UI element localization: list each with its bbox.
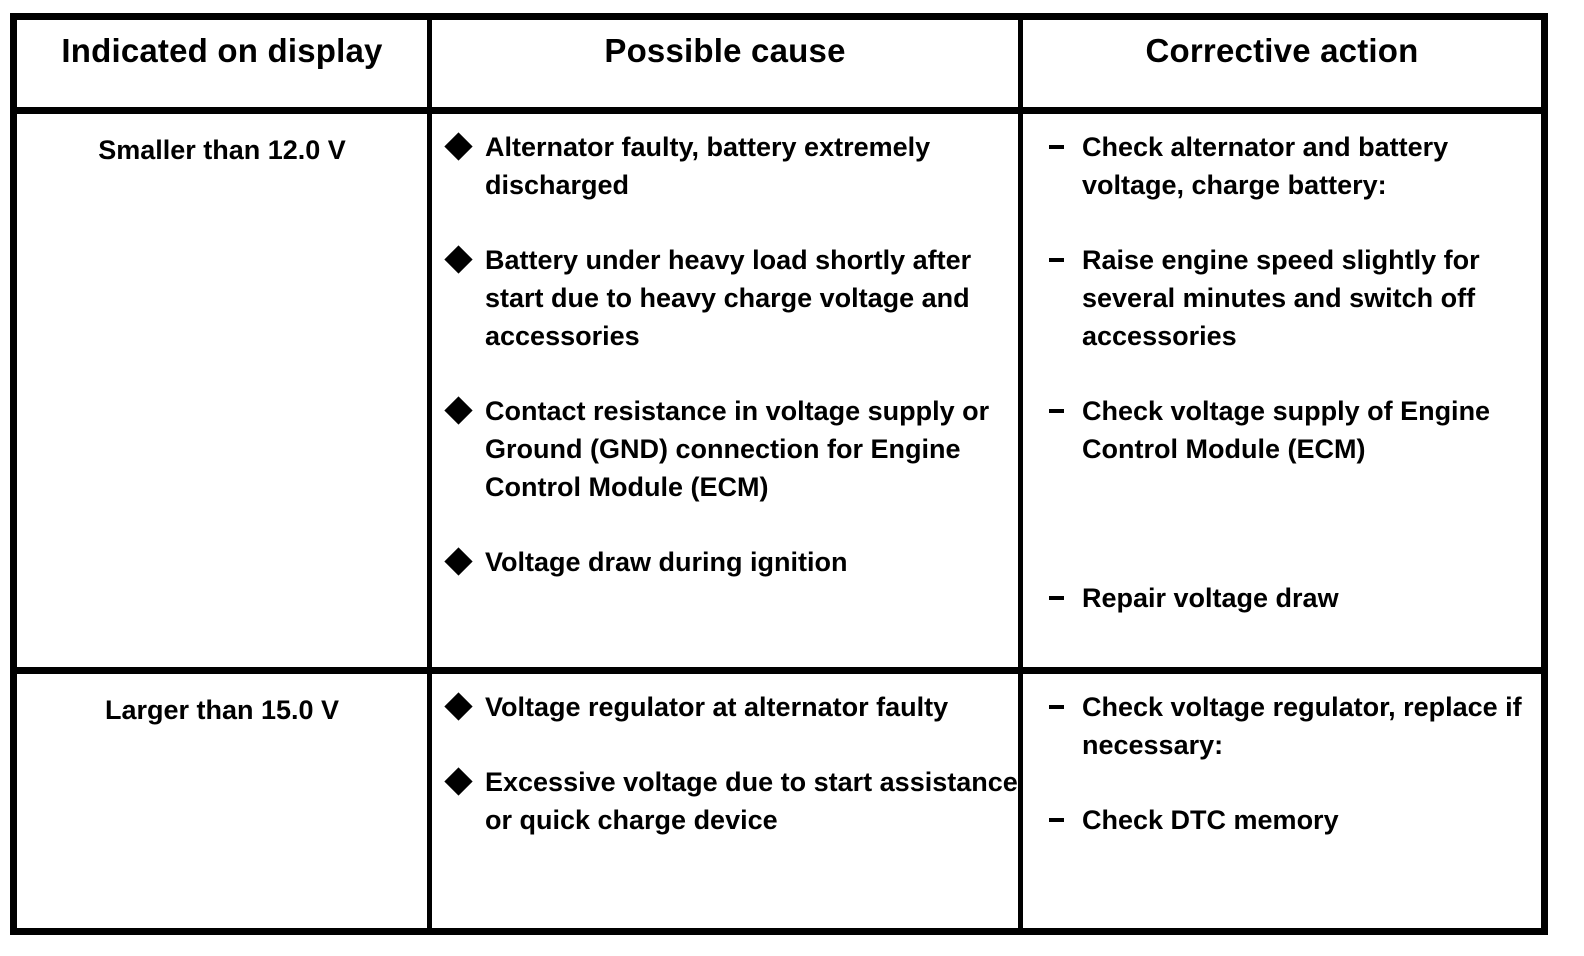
action-text: Check alternator and battery voltage, ch…: [1082, 132, 1449, 200]
diamond-bullet-icon: [444, 245, 473, 274]
cause-text: Excessive voltage due to start assistanc…: [485, 767, 1018, 835]
row-2-corrective-actions: Check voltage regulator, replace if nece…: [1023, 674, 1541, 928]
row-2-possible-causes: Voltage regulator at alternator faulty E…: [432, 674, 1018, 928]
row-divider-1: [17, 667, 1541, 674]
action-list: Check voltage regulator, replace if nece…: [1023, 674, 1541, 839]
action-list-item: Check voltage supply of Engine Control M…: [1049, 392, 1541, 468]
action-text: Check voltage regulator, replace if nece…: [1082, 692, 1522, 760]
row-1-condition: Smaller than 12.0 V: [98, 135, 346, 165]
header-divider: [17, 107, 1541, 114]
cause-text: Voltage draw during ignition: [485, 547, 848, 577]
dash-bullet-icon: [1049, 258, 1064, 262]
cause-list-item: Voltage regulator at alternator faulty: [444, 688, 1018, 726]
cause-list: Alternator faulty, battery extremely dis…: [432, 114, 1018, 581]
cause-text: Contact resistance in voltage supply or …: [485, 396, 990, 502]
action-list: Check alternator and battery voltage, ch…: [1023, 114, 1541, 617]
cause-list-item: Voltage draw during ignition: [444, 543, 1018, 581]
column-divider-2: [1018, 20, 1023, 928]
action-list-item: Check DTC memory: [1049, 801, 1541, 839]
action-list-item: Repair voltage draw: [1049, 579, 1541, 617]
column-header-possible-cause: Possible cause: [604, 32, 846, 69]
diamond-bullet-icon: [444, 692, 473, 721]
action-text: Check DTC memory: [1082, 805, 1339, 835]
row-1-corrective-actions: Check alternator and battery voltage, ch…: [1023, 114, 1541, 667]
column-divider-1: [427, 20, 432, 928]
row-1-possible-causes: Alternator faulty, battery extremely dis…: [432, 114, 1018, 667]
dash-bullet-icon: [1049, 818, 1064, 822]
diamond-bullet-icon: [444, 767, 473, 796]
action-text: Raise engine speed slightly for several …: [1082, 245, 1480, 351]
cause-text: Alternator faulty, battery extremely dis…: [485, 132, 931, 200]
dash-bullet-icon: [1049, 705, 1064, 709]
diagnostic-table: Indicated on display Possible cause Corr…: [10, 13, 1548, 935]
action-list-item: Check alternator and battery voltage, ch…: [1049, 128, 1541, 204]
cause-text: Voltage regulator at alternator faulty: [485, 692, 949, 722]
cause-list-item: Excessive voltage due to start assistanc…: [444, 763, 1018, 839]
diamond-bullet-icon: [444, 132, 473, 161]
dash-bullet-icon: [1049, 409, 1064, 413]
diamond-bullet-icon: [444, 547, 473, 576]
row-2-condition: Larger than 15.0 V: [104, 695, 340, 725]
cause-list: Voltage regulator at alternator faulty E…: [432, 674, 1018, 839]
action-text: Repair voltage draw: [1082, 583, 1339, 613]
table-grid-lines: [17, 20, 1541, 928]
diamond-bullet-icon: [444, 396, 473, 425]
cause-text: Battery under heavy load shortly after s…: [485, 245, 972, 351]
cause-list-item: Battery under heavy load shortly after s…: [444, 241, 1018, 355]
column-header-corrective-action: Corrective action: [1145, 32, 1419, 69]
cause-list-item: Alternator faulty, battery extremely dis…: [444, 128, 1018, 204]
cause-list-item: Contact resistance in voltage supply or …: [444, 392, 1018, 506]
dash-bullet-icon: [1049, 145, 1064, 149]
column-header-indicated-on-display: Indicated on display: [61, 32, 383, 69]
action-text: Check voltage supply of Engine Control M…: [1082, 396, 1491, 464]
action-list-item: Raise engine speed slightly for several …: [1049, 241, 1541, 355]
dash-bullet-icon: [1049, 596, 1064, 600]
action-list-item: Check voltage regulator, replace if nece…: [1049, 688, 1541, 764]
